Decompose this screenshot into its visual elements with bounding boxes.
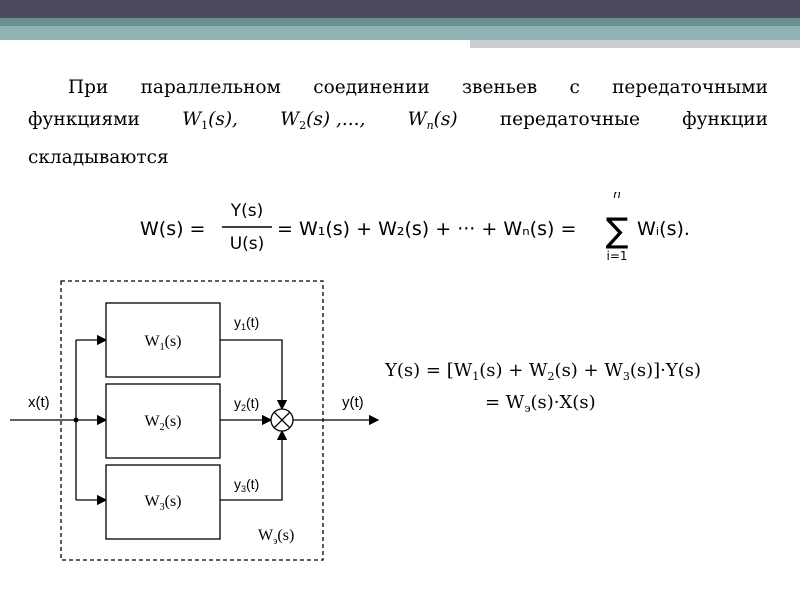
block-w2 [105,383,221,459]
formula-numerator: Y(s) [230,201,264,221]
word: передаточными [612,77,768,98]
parallel-connection-diagram: x(t) W1(s) W2(s) W3(s) y1(t) y2(t) y3(t)… [0,270,400,600]
output-label: y(t) [342,394,364,411]
sum-lower-limit: i=1 [606,249,627,262]
word: параллельном [140,77,281,98]
block-w3 [105,464,221,540]
sum-upper-limit: n [613,192,621,201]
output-path-3 [220,429,288,501]
transfer-function-formula: W(s) = Y(s) U(s) = W₁(s) + W₂(s) + ··· +… [140,187,720,263]
equation-line-1: Y(s) = [W1(s) + W2(s) + W3(s)]·Y(s) [385,360,702,383]
block-w3-label: W3(s) [145,493,182,513]
word: передаточные [499,109,640,130]
word: При [68,77,109,98]
y3-label: y3(t) [234,476,259,494]
formula-lhs: W(s) = [140,218,205,240]
header-grey-strip [470,40,800,48]
summing-cross [273,411,291,429]
equivalent-tf-label: Wэ(s) [258,527,294,547]
branch-node [73,417,79,423]
block-w2-label: W2(s) [145,413,182,433]
input-label: x(t) [28,394,50,411]
paragraph-line-1: При параллельном соединении звеньев с пе… [28,72,768,104]
word: складываются [28,147,169,168]
word: функциями [28,109,140,130]
block-w1-label: W1(s) [145,333,182,353]
y1-label: y1(t) [234,314,259,332]
wn-expression: Wn(s) [407,109,458,132]
intro-paragraph: При параллельном соединении звеньев с пе… [28,72,768,174]
formula-denominator: U(s) [230,234,265,254]
paragraph-line-2: функциями W1(s), W2(s) ,..., Wn(s) перед… [28,104,768,142]
header-teal-band [0,26,800,40]
w1-expression: W1(s), [182,109,238,132]
word: звеньев [461,77,538,98]
w2-expression: W2(s) ,..., [280,109,366,132]
word: с [569,77,580,98]
equation-line-2: = Wэ(s)·X(s) [485,392,596,415]
equivalent-equation: Y(s) = [W1(s) + W2(s) + W3(s)]·Y(s) = Wэ… [385,358,785,422]
header-accent-band [0,18,800,26]
sum-term: Wᵢ(s). [637,218,690,240]
slide-header-bar [0,0,800,60]
y2-label: y2(t) [234,395,259,413]
header-dark-band [0,0,800,22]
word: функции [682,109,768,130]
word: соединении [313,77,430,98]
summation-sign: ∑ [606,211,629,251]
block-w1 [105,302,221,378]
paragraph-line-3: складываются [28,142,768,174]
output-path-1 [220,339,288,411]
formula-terms: = W₁(s) + W₂(s) + ··· + Wₙ(s) = [277,218,576,240]
